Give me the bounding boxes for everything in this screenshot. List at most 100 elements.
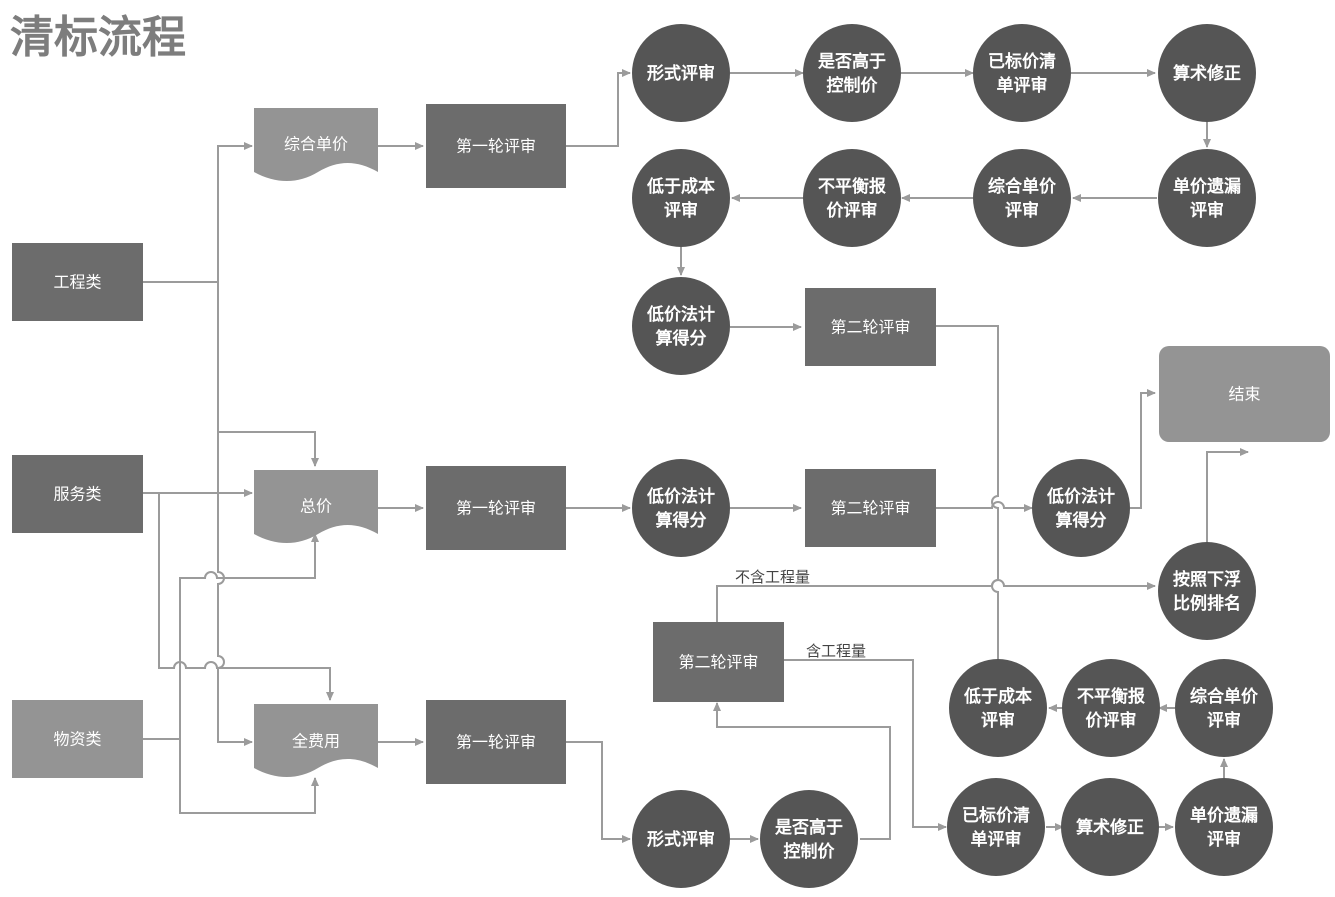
- svg-text:已标价清单评审: 已标价清单评审: [962, 805, 1030, 850]
- step-unbalanced-bottom[interactable]: 不平衡报价评审: [1062, 659, 1160, 757]
- step-line: 单评审: [971, 829, 1022, 850]
- step-line: 是否高于: [775, 817, 843, 838]
- node-service[interactable]: 服务类: [12, 455, 143, 533]
- node-label: 全费用: [292, 732, 340, 751]
- node-full-cost[interactable]: 全费用: [254, 704, 378, 777]
- svg-text:综合单价评审: 综合单价评审: [1190, 686, 1259, 731]
- step-line: 低于成本: [963, 686, 1032, 707]
- svg-text:是否高于控制价: 是否高于控制价: [818, 51, 886, 96]
- step-below-cost-bottom[interactable]: 低于成本评审: [949, 659, 1047, 757]
- step-low-price-score-top[interactable]: 低价法计算得分: [632, 277, 730, 375]
- step-line: 算得分: [1055, 510, 1107, 531]
- svg-text:低于成本评审: 低于成本评审: [963, 686, 1032, 731]
- node-first-round-top[interactable]: 第一轮评审: [426, 104, 566, 188]
- step-line: 已标价清: [988, 51, 1056, 72]
- step-line: 形式评审: [647, 829, 715, 850]
- step-low-price-score-middle[interactable]: 低价法计算得分: [632, 459, 730, 557]
- step-line: 评审: [1207, 710, 1241, 731]
- node-material[interactable]: 物资类: [12, 700, 143, 778]
- diagram-title: 清标流程: [10, 12, 186, 63]
- node-label: 总价: [300, 497, 332, 516]
- step-line: 控制价: [827, 75, 879, 96]
- step-unit-missing-top[interactable]: 单价遗漏评审: [1158, 149, 1256, 247]
- step-line: 单价遗漏: [1190, 805, 1258, 826]
- svg-text:是否高于控制价: 是否高于控制价: [775, 817, 843, 862]
- edge-label-with-quantity: 含工程量: [806, 642, 866, 660]
- node-label: 第二轮评审: [830, 318, 910, 337]
- step-line: 评审: [664, 200, 698, 221]
- node-first-round-middle[interactable]: 第一轮评审: [426, 466, 566, 550]
- step-line: 评审: [1190, 200, 1224, 221]
- svg-text:形式评审: 形式评审: [647, 63, 715, 84]
- step-unit-price-review-bottom[interactable]: 综合单价评审: [1175, 659, 1273, 757]
- step-line: 算得分: [655, 510, 707, 531]
- edge-label-without-quantity: 不含工程量: [735, 568, 810, 586]
- svg-text:低价法计算得分: 低价法计算得分: [1046, 486, 1115, 531]
- step-unit-price-review-top[interactable]: 综合单价评审: [973, 149, 1071, 247]
- step-line: 不平衡报: [818, 176, 886, 197]
- svg-text:低价法计算得分: 低价法计算得分: [646, 486, 715, 531]
- svg-text:不平衡报价评审: 不平衡报价评审: [1077, 686, 1145, 731]
- node-first-round-bottom[interactable]: 第一轮评审: [426, 700, 566, 784]
- step-line: 低于成本: [646, 176, 715, 197]
- node-label: 第一轮评审: [456, 137, 536, 156]
- step-formal-review-bottom[interactable]: 形式评审: [632, 790, 730, 888]
- step-above-control-bottom[interactable]: 是否高于控制价: [760, 790, 858, 888]
- svg-text:按照下浮比例排名: 按照下浮比例排名: [1173, 569, 1241, 614]
- step-line: 价评审: [1086, 710, 1137, 731]
- node-end[interactable]: 结束: [1159, 346, 1330, 442]
- svg-text:单价遗漏评审: 单价遗漏评审: [1190, 805, 1258, 850]
- step-line: 综合单价: [1190, 686, 1259, 707]
- node-label: 综合单价: [284, 135, 348, 154]
- step-formal-review-top[interactable]: 形式评审: [632, 24, 730, 122]
- step-arithmetic-bottom[interactable]: 算术修正: [1061, 778, 1159, 876]
- step-line: 按照下浮: [1173, 569, 1241, 590]
- node-label: 第二轮评审: [830, 499, 910, 518]
- step-line: 算得分: [655, 328, 707, 349]
- node-total-price[interactable]: 总价: [254, 470, 378, 543]
- step-line: 不平衡报: [1077, 686, 1145, 707]
- step-line: 形式评审: [647, 63, 715, 84]
- node-unit-price[interactable]: 综合单价: [254, 108, 378, 181]
- step-low-price-score-final[interactable]: 低价法计算得分: [1032, 459, 1130, 557]
- step-line: 综合单价: [988, 176, 1057, 197]
- node-label: 第一轮评审: [456, 733, 536, 752]
- step-below-cost-top[interactable]: 低于成本评审: [632, 149, 730, 247]
- step-line: 已标价清: [962, 805, 1030, 826]
- step-priced-list-top[interactable]: 已标价清单评审: [973, 24, 1071, 122]
- node-label: 物资类: [53, 730, 101, 749]
- node-second-round-top[interactable]: 第二轮评审: [805, 288, 936, 366]
- step-line: 比例排名: [1173, 593, 1241, 614]
- step-arithmetic-top[interactable]: 算术修正: [1158, 24, 1256, 122]
- edges: [143, 69, 1249, 843]
- svg-text:单价遗漏评审: 单价遗漏评审: [1173, 176, 1241, 221]
- svg-text:算术修正: 算术修正: [1172, 63, 1241, 84]
- step-line: 评审: [1005, 200, 1039, 221]
- svg-text:已标价清单评审: 已标价清单评审: [988, 51, 1056, 96]
- step-above-control-top[interactable]: 是否高于控制价: [803, 24, 901, 122]
- step-priced-list-bottom[interactable]: 已标价清单评审: [947, 778, 1045, 876]
- step-line: 评审: [981, 710, 1015, 731]
- svg-text:低于成本评审: 低于成本评审: [646, 176, 715, 221]
- step-line: 价评审: [827, 200, 878, 221]
- step-line: 评审: [1207, 829, 1241, 850]
- step-float-rank[interactable]: 按照下浮比例排名: [1158, 542, 1256, 640]
- step-line: 单价遗漏: [1173, 176, 1241, 197]
- node-label: 服务类: [53, 485, 101, 504]
- node-label: 结束: [1228, 385, 1260, 404]
- svg-text:不平衡报价评审: 不平衡报价评审: [818, 176, 886, 221]
- node-second-round-bottom[interactable]: 第二轮评审: [653, 622, 784, 702]
- step-unit-missing-bottom[interactable]: 单价遗漏评审: [1175, 778, 1273, 876]
- node-label: 工程类: [53, 273, 101, 292]
- node-engineering[interactable]: 工程类: [12, 243, 143, 321]
- step-unbalanced-top[interactable]: 不平衡报价评审: [803, 149, 901, 247]
- step-line: 低价法计: [646, 304, 715, 325]
- step-line: 算术修正: [1172, 63, 1241, 84]
- svg-text:形式评审: 形式评审: [647, 829, 715, 850]
- step-line: 低价法计: [646, 486, 715, 507]
- node-label: 第二轮评审: [678, 653, 758, 672]
- node-second-round-middle[interactable]: 第二轮评审: [805, 469, 936, 547]
- step-line: 是否高于: [818, 51, 886, 72]
